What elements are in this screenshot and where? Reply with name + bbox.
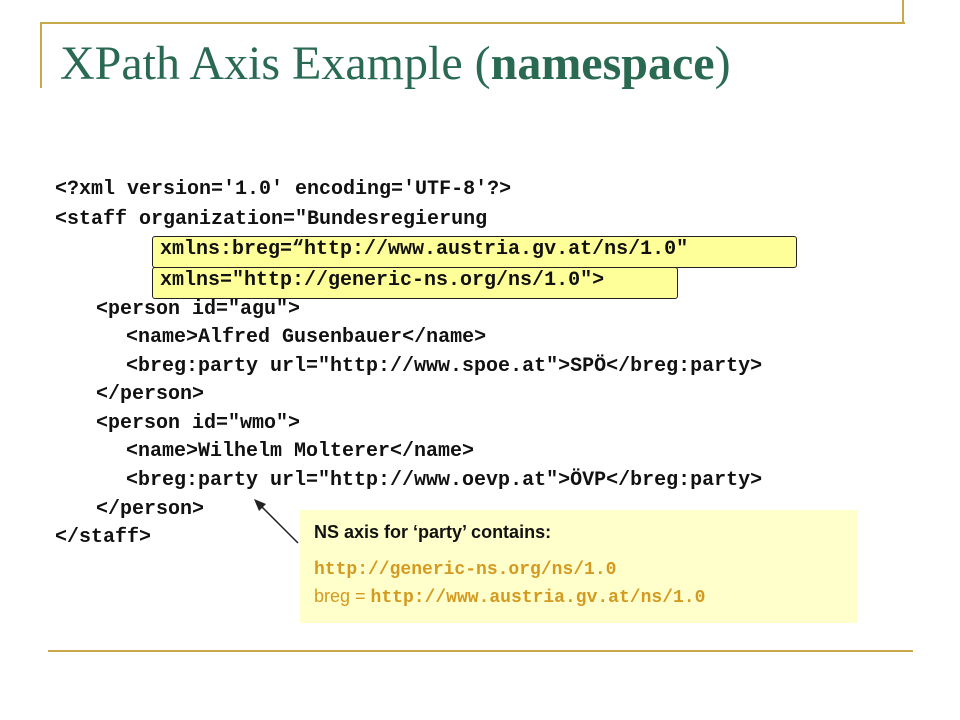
callout-title: NS axis for ‘party’ contains: [314,522,552,542]
code-line-12: </person> [96,498,205,521]
code-line-2: <staff organization="Bundesregierung [55,208,488,231]
default-ns-attr: xmlns="http://generic-ns.org/ns/1.0" [160,269,593,292]
code-line-5: <person id="agu"> [96,298,301,321]
code-line-10: <name>Wilhelm Molterer</name> [126,440,475,463]
default-namespace-uri: http://generic-ns.org/ns/1.0 [314,560,617,580]
breg-namespace-highlight [152,236,797,268]
code-line-13: </staff> [55,526,152,549]
code-line-11: <breg:party url="http://www.oevp.at">ÖVP… [126,469,763,492]
code-line-9: <person id="wmo"> [96,412,301,435]
breg-namespace-entry: breg = http://www.austria.gv.at/ns/1.0 [314,583,844,611]
slide-title: XPath Axis Example (namespace) [60,37,731,90]
title-emphasis: namespace [490,37,715,90]
default-namespace-highlight [152,267,678,299]
left-rule [40,22,42,88]
breg-namespace-uri: http://www.austria.gv.at/ns/1.0 [370,588,706,608]
breg-prefix: breg = [314,586,371,606]
code-line-1: <?xml version='1.0' encoding='UTF-8'?> [55,178,512,201]
bottom-rule [48,650,913,652]
code-line-8: </person> [96,383,205,406]
corner-tick [902,0,904,24]
top-rule [40,22,905,24]
code-line-3: xmlns:breg=“http://www.austria.gv.at/ns/… [160,238,689,261]
code-line-7: <breg:party url="http://www.spoe.at">SPÖ… [126,355,763,378]
code-line-4: xmlns="http://generic-ns.org/ns/1.0"> [160,269,605,292]
xml-code-block: <?xml version='1.0' encoding='UTF-8'?> <… [0,0,762,549]
namespace-callout: NS axis for ‘party’ contains: http://gen… [300,510,858,623]
code-line-6: <name>Alfred Gusenbauer</name> [126,326,487,349]
